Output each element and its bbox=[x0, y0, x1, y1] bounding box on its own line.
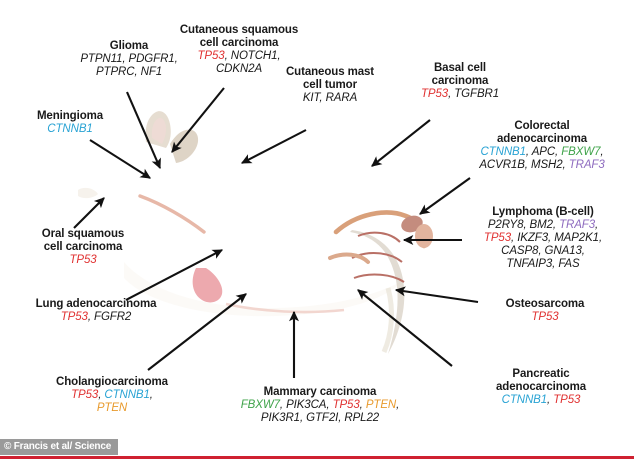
oral-squamous-genes-line1: TP53 bbox=[69, 253, 97, 266]
meningioma-genes-line1: CTNNB1 bbox=[47, 122, 93, 135]
colorectal-genes-line1: CTNNB1, APC, FBXW7, bbox=[452, 146, 632, 159]
gene-fbxw7: FBXW7 bbox=[240, 398, 280, 411]
gene-tp53: TP53 bbox=[483, 231, 511, 244]
label-pancreatic: Pancreatic adenocarcinoma CTNNB1, TP53 bbox=[452, 368, 630, 407]
gene-sep: , bbox=[149, 388, 153, 401]
gene-pten: PTEN bbox=[365, 398, 397, 411]
gene-rest: , TGFBR1 bbox=[448, 87, 500, 100]
lung-genes-line1: TP53, FGFR2 bbox=[8, 311, 184, 324]
gene-ctnnb1: CTNNB1 bbox=[480, 145, 527, 158]
gene-rest: , NOTCH1, bbox=[224, 49, 281, 62]
gene-tp53: TP53 bbox=[71, 388, 99, 401]
label-glioma: Glioma PTPN11, PDGFR1, PTPRC, NF1 bbox=[46, 40, 212, 79]
label-lymphoma: Lymphoma (B-cell) P2RY8, BM2, TRAF3, TP5… bbox=[452, 206, 634, 270]
meningioma-title: Meningioma bbox=[36, 110, 104, 122]
label-oral-squamous: Oral squamous cell carcinoma TP53 bbox=[10, 228, 156, 267]
oral-squamous-title: Oral squamous cell carcinoma bbox=[41, 228, 125, 253]
label-lung: Lung adenocarcinoma TP53, FGFR2 bbox=[8, 298, 184, 324]
label-colorectal: Colorectal adenocarcinoma CTNNB1, APC, F… bbox=[452, 120, 632, 172]
lymphoma-genes-line1: P2RY8, BM2, TRAF3, bbox=[452, 219, 634, 232]
gene-fbxw7: FBXW7 bbox=[561, 145, 601, 158]
gene-tp53: TP53 bbox=[197, 49, 225, 62]
bottom-red-bar bbox=[0, 456, 634, 459]
arrow-oral-squamous bbox=[73, 197, 105, 229]
glioma-genes-line2: PTPRC, NF1 bbox=[95, 65, 163, 78]
osteosarcoma-genes-line1: TP53 bbox=[531, 310, 559, 323]
cutaneous-squamous-genes-line1: TP53, NOTCH1, bbox=[146, 50, 332, 63]
gene-tp53: TP53 bbox=[420, 87, 449, 100]
arrow-osteosarcoma bbox=[394, 286, 479, 304]
pancreatic-title: Pancreatic adenocarcinoma bbox=[496, 368, 586, 393]
image-credit: © Francis et al/ Science bbox=[0, 439, 119, 455]
colorectal-genes-line2: ACVR1B, MSH2, TRAF3 bbox=[452, 159, 632, 172]
label-basal-cell: Basal cell carcinoma TP53, TGFBR1 bbox=[390, 62, 530, 101]
gene-ctnnb1: CTNNB1 bbox=[104, 388, 150, 401]
arrow-meningioma bbox=[89, 139, 151, 179]
cholangiocarcinoma-genes-line1: TP53, CTNNB1, bbox=[22, 389, 202, 402]
gene-rest: , FGFR2 bbox=[87, 310, 132, 323]
cutaneous-squamous-title: Cutaneous squamous cell carcinoma bbox=[179, 24, 299, 49]
arrow-mast-cell bbox=[240, 129, 307, 164]
basal-cell-genes-line1: TP53, TGFBR1 bbox=[390, 88, 530, 101]
gene-traf3: TRAF3 bbox=[559, 218, 596, 231]
mammary-genes-line2: PIK3R1, GTF2I, RPL22 bbox=[260, 411, 380, 424]
gene-tp53: TP53 bbox=[332, 398, 360, 411]
gene-sep: , bbox=[359, 398, 366, 411]
cutaneous-squamous-genes-line2: CDKN2A bbox=[215, 62, 263, 75]
gene-sep: , bbox=[555, 145, 562, 158]
label-meningioma: Meningioma CTNNB1 bbox=[10, 110, 130, 136]
gene-sep: , bbox=[396, 398, 400, 411]
label-mast-cell: Cutaneous mast cell tumor KIT, RARA bbox=[262, 66, 398, 105]
label-cholangiocarcinoma: Cholangiocarcinoma TP53, CTNNB1, PTEN bbox=[22, 376, 202, 415]
gene-rest: , IKZF3, MAP2K1, bbox=[511, 231, 603, 244]
basal-cell-title: Basal cell carcinoma bbox=[431, 62, 489, 87]
cholangiocarcinoma-title: Cholangiocarcinoma bbox=[56, 376, 168, 388]
arrow-cutaneous-squamous bbox=[171, 87, 225, 153]
gene-sep: , bbox=[98, 388, 105, 401]
arrow-pancreatic bbox=[357, 289, 453, 367]
mammary-genes-line1: FBXW7, PIK3CA, TP53, PTEN, bbox=[202, 399, 438, 412]
lymphoma-genes-line2: TP53, IKZF3, MAP2K1, bbox=[452, 232, 634, 245]
gene-tp53: TP53 bbox=[60, 310, 88, 323]
gene-ctnnb1: CTNNB1 bbox=[501, 393, 548, 406]
colorectal-title: Colorectal adenocarcinoma bbox=[497, 120, 587, 145]
cholangiocarcinoma-genes-line2: PTEN bbox=[96, 401, 128, 414]
mast-cell-title: Cutaneous mast cell tumor bbox=[285, 66, 375, 91]
arrow-basal-cell bbox=[371, 119, 431, 167]
glioma-genes-line1: PTPN11, PDGFR1, bbox=[80, 52, 178, 65]
lung-title: Lung adenocarcinoma bbox=[35, 298, 157, 310]
label-cutaneous-squamous: Cutaneous squamous cell carcinoma TP53, … bbox=[146, 24, 332, 76]
gene-p2ry8-bm2: P2RY8, BM2, bbox=[487, 218, 560, 231]
gene-pik3ca: , PIK3CA, bbox=[279, 398, 333, 411]
gene-sep: , bbox=[525, 145, 532, 158]
label-mammary: Mammary carcinoma FBXW7, PIK3CA, TP53, P… bbox=[202, 386, 438, 425]
gene-traf3: TRAF3 bbox=[568, 158, 605, 171]
lymphoma-title: Lymphoma (B-cell) bbox=[492, 206, 594, 218]
osteosarcoma-title: Osteosarcoma bbox=[505, 298, 585, 310]
arrow-glioma bbox=[126, 91, 161, 170]
pancreatic-genes-line1: CTNNB1, TP53 bbox=[452, 394, 630, 407]
gene-sep: , bbox=[595, 218, 599, 231]
glioma-title: Glioma bbox=[109, 40, 149, 52]
gene-apc: APC bbox=[531, 145, 556, 158]
lymphoma-genes-line3: CASP8, GNA13, bbox=[501, 244, 585, 257]
gene-tp53: TP53 bbox=[553, 393, 581, 406]
cat-organs-art bbox=[138, 194, 433, 354]
gene-sep: , bbox=[600, 145, 604, 158]
gene-acvr1b-msh2: ACVR1B, MSH2, bbox=[479, 158, 569, 171]
lymphoma-genes-line4: TNFAIP3, FAS bbox=[506, 257, 580, 270]
label-osteosarcoma: Osteosarcoma TP53 bbox=[480, 298, 610, 324]
mast-cell-genes-line1: KIT, RARA bbox=[302, 91, 358, 104]
mammary-title: Mammary carcinoma bbox=[263, 386, 377, 398]
gene-sep: , bbox=[547, 393, 554, 406]
